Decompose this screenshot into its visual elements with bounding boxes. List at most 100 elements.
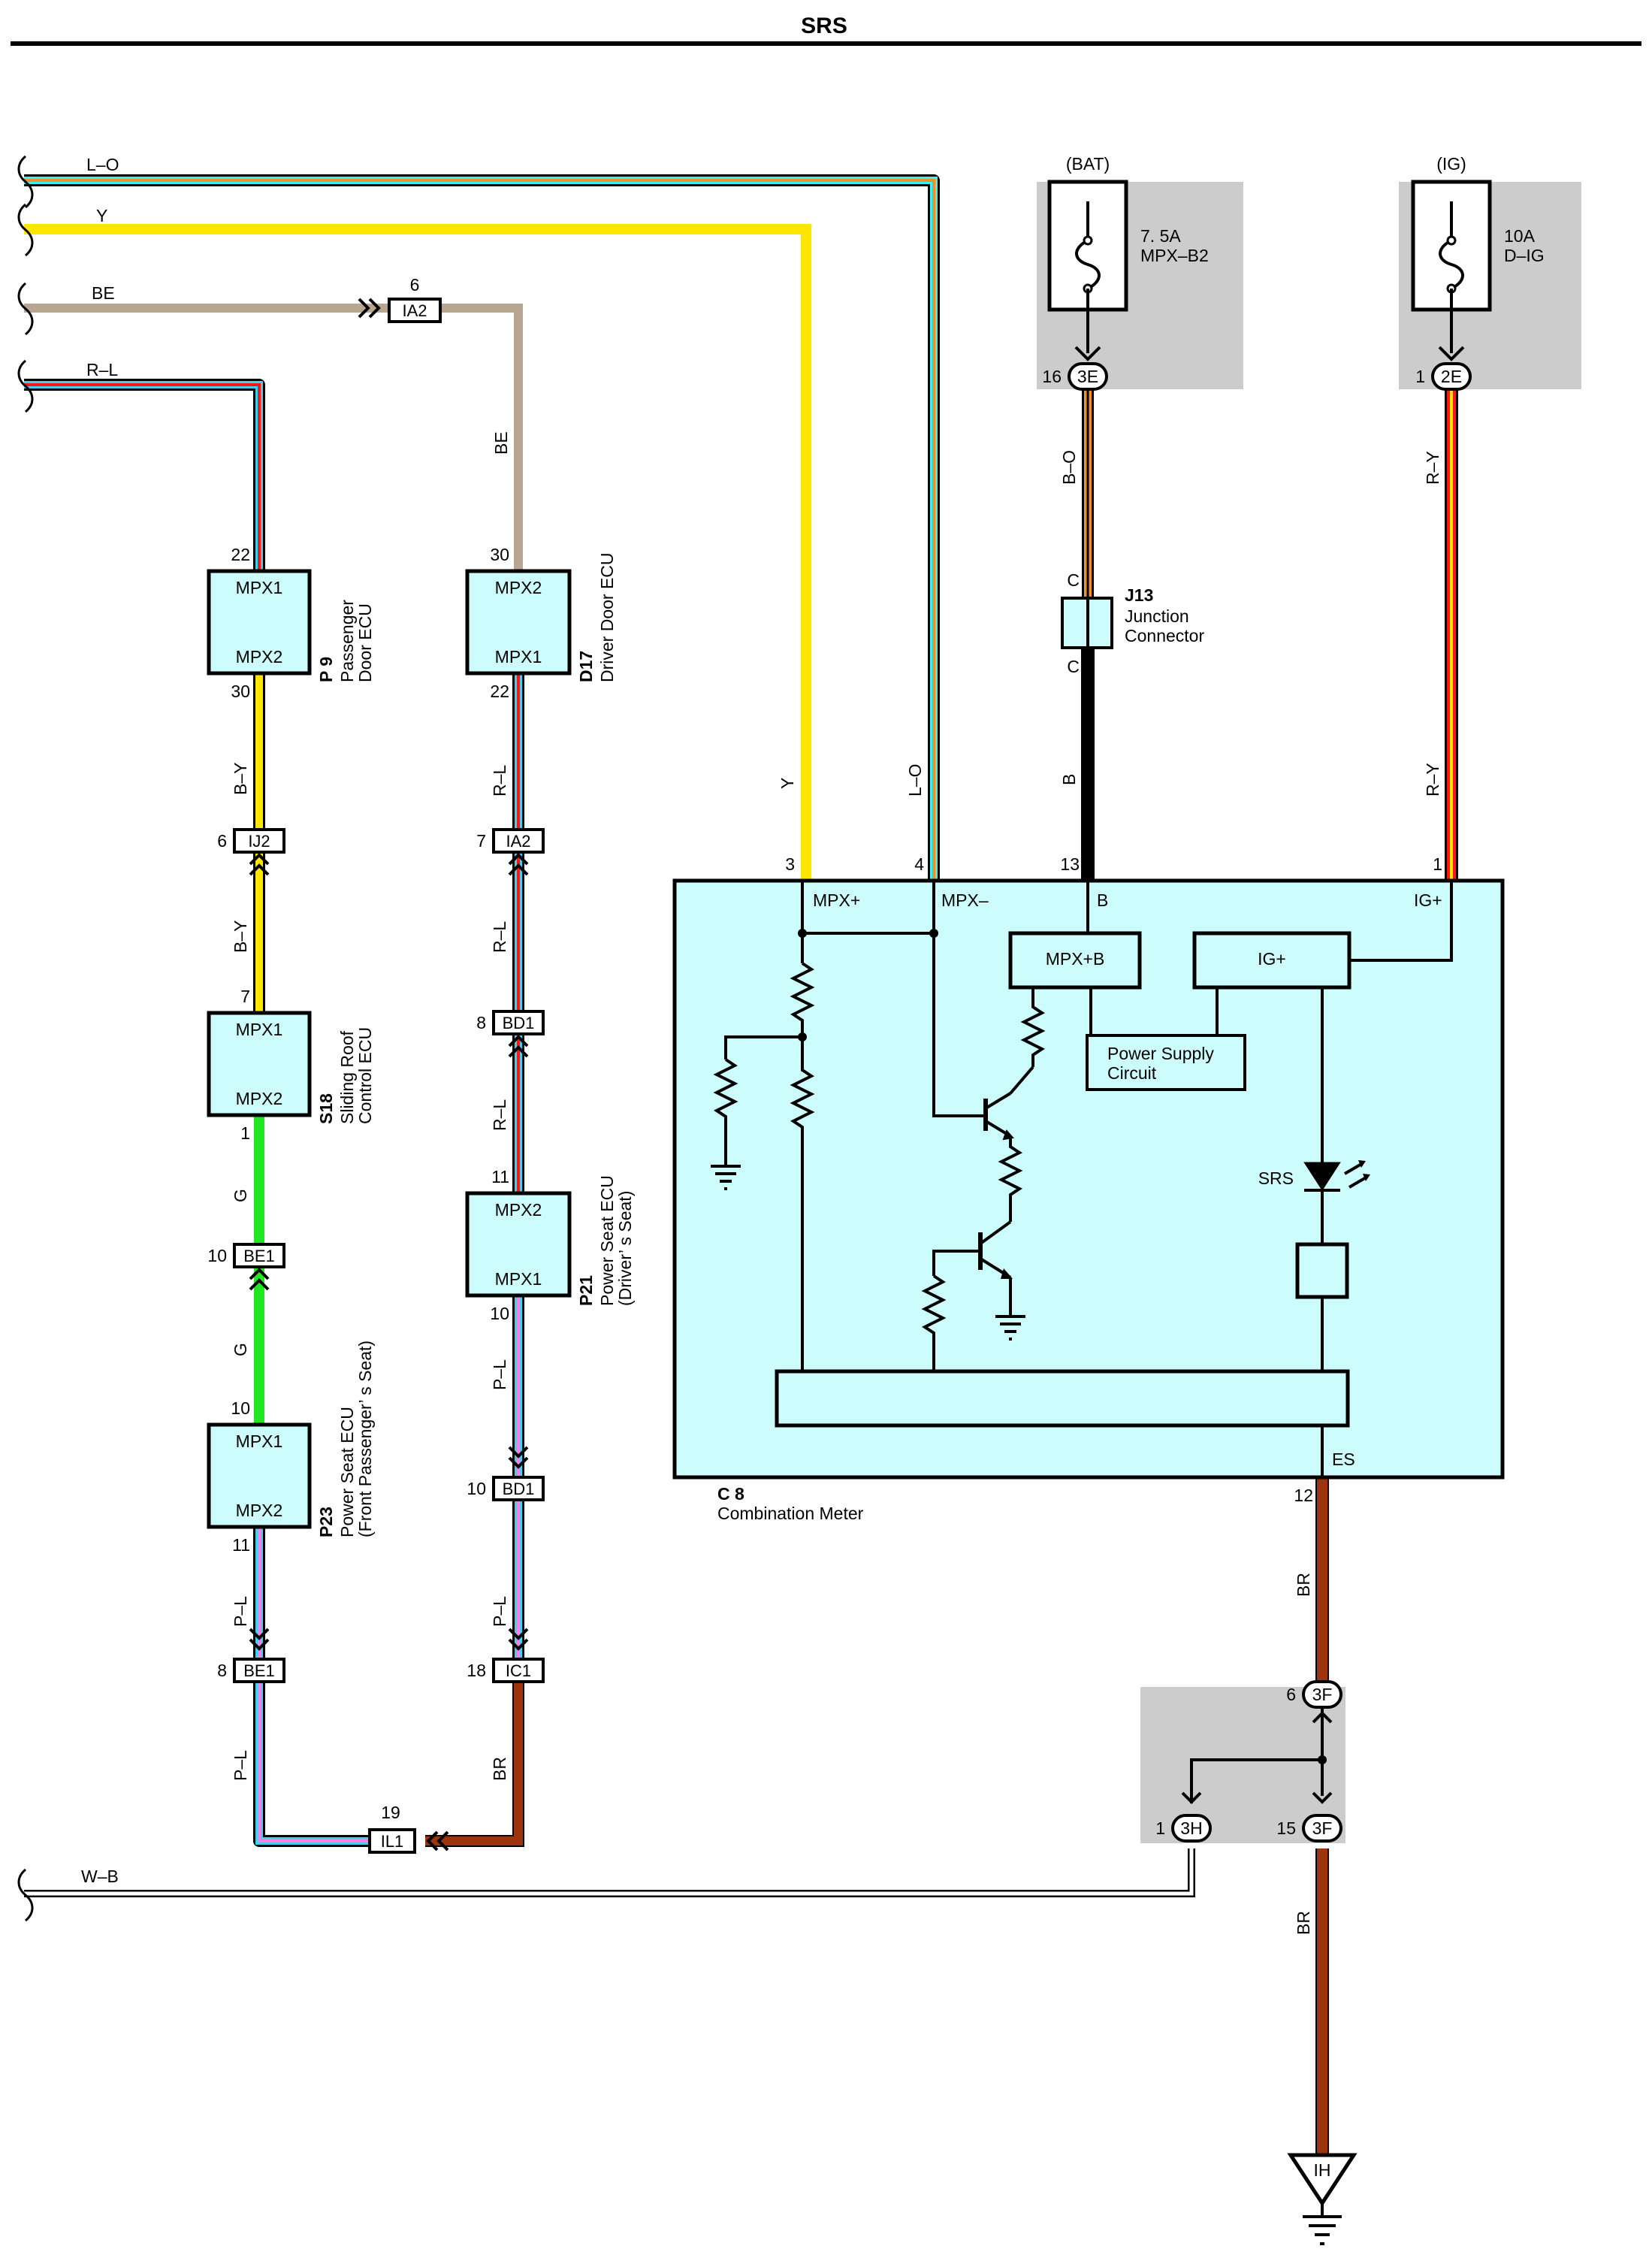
wire-label-bo-v: B–O xyxy=(1059,450,1079,485)
p9-top-terminal: MPX1 xyxy=(236,578,283,597)
wire-label-pl-3: P–L xyxy=(490,1359,509,1390)
wire-label-b-v: B xyxy=(1059,774,1079,785)
meter-pin-ig: 1 xyxy=(1433,854,1442,874)
page-title: SRS xyxy=(801,14,847,38)
ecu-p9: MPX1 MPX2 22 30 P 9 Passenger Door ECU xyxy=(207,545,375,701)
meter-block-mpxb: MPX+B xyxy=(1046,949,1105,969)
fuse-ig-name: D–IG xyxy=(1504,246,1545,265)
meter-name: Combination Meter xyxy=(717,1504,864,1523)
meter-terminal-b: B xyxy=(1097,890,1108,910)
p21-line2: (Driver’ s Seat) xyxy=(615,1191,635,1306)
wire-br-left xyxy=(425,1682,524,1847)
wire-label-be-v: BE xyxy=(491,431,511,455)
meter-terminal-ig: IG+ xyxy=(1414,890,1442,910)
wire-label-br-3: BR xyxy=(1294,1911,1313,1935)
wire-label-rl-2: R–L xyxy=(490,921,509,953)
j13-pin-bottom: C xyxy=(1067,657,1080,676)
meter-terminal-mpxm: MPX– xyxy=(941,890,989,910)
s18-line2: Control ECU xyxy=(355,1027,375,1124)
wire-label-by-1: B–Y xyxy=(231,763,250,795)
be1-a-id: BE1 xyxy=(243,1247,275,1265)
ground-ih: IH xyxy=(1287,2153,1358,2245)
fuse-ig-rating: 10A xyxy=(1504,226,1536,246)
wire-pl-left xyxy=(253,1527,368,1847)
bd1-a-id: BD1 xyxy=(503,1014,535,1032)
j13-id: J13 xyxy=(1125,585,1153,605)
bd1-a-pin: 8 xyxy=(476,1013,486,1032)
fuse-ig-source: (IG) xyxy=(1436,154,1466,174)
meter-internal-circuit: MPX+B IG+ Power Supply Circuit SRS xyxy=(711,881,1453,1477)
fuse-bat: (BAT) 7. 5A MPX–B2 3E 16 xyxy=(1042,154,1209,391)
fuse-bat-name: MPX–B2 xyxy=(1140,246,1209,265)
connector-il1: IL1 19 xyxy=(368,1803,449,1854)
wire-label-rl-3: R–L xyxy=(490,1099,509,1131)
meter-block-psu1: Power Supply xyxy=(1107,1044,1214,1063)
wire-label-y: Y xyxy=(96,206,107,225)
fuse-bat-rating: 7. 5A xyxy=(1140,226,1181,246)
wire-label-br-1: BR xyxy=(490,1757,509,1781)
ia2-mid-id: IA2 xyxy=(506,832,530,851)
connector-ic1: IC1 18 xyxy=(467,1628,545,1683)
p21-pin-top: 11 xyxy=(491,1167,509,1186)
ia2-top-id: IA2 xyxy=(402,301,427,320)
wire-label-pl-2: P–L xyxy=(231,1750,250,1781)
p9-line1: Passenger xyxy=(337,600,357,682)
p21-line1: Power Seat ECU xyxy=(597,1175,617,1306)
be1-a-pin: 10 xyxy=(207,1246,227,1265)
connector-be1-b: BE1 8 xyxy=(217,1628,285,1683)
ia2-top-pin: 6 xyxy=(410,275,420,295)
wire-label-by-2: B–Y xyxy=(231,920,250,953)
p9-id: P 9 xyxy=(316,657,336,682)
ecu-p21: MPX2 MPX1 11 10 P21 Power Seat ECU (Driv… xyxy=(465,1167,635,1323)
d17-id: D17 xyxy=(576,651,596,682)
be1-b-pin: 8 xyxy=(217,1661,227,1680)
j13-line2: Connector xyxy=(1125,626,1204,645)
connector-bd1-a: BD1 8 xyxy=(476,1010,545,1058)
ecu-p23: MPX1 MPX2 10 11 P23 Power Seat ECU (Fron… xyxy=(207,1341,375,1555)
fuse-bat-pin: 16 xyxy=(1042,367,1062,386)
ij2-pin: 6 xyxy=(217,831,227,851)
p23-bottom-terminal: MPX2 xyxy=(236,1501,283,1520)
meter-pin-mpxp: 3 xyxy=(785,854,795,874)
wire-wb xyxy=(24,1848,1195,1897)
wire-label-be: BE xyxy=(92,283,115,303)
junction-3f-3h: 3F 6 3H 1 3F 15 xyxy=(1155,1680,1342,1842)
d17-bottom-terminal: MPX1 xyxy=(495,647,542,667)
p23-top-terminal: MPX1 xyxy=(236,1431,283,1451)
bd1-b-id: BD1 xyxy=(503,1480,535,1498)
conn-3f-top-id: 3F xyxy=(1312,1685,1333,1704)
wire-y xyxy=(24,224,811,881)
ecu-s18: MPX1 MPX2 7 1 S18 Sliding Roof Control E… xyxy=(207,987,375,1143)
meter-id: C 8 xyxy=(717,1484,744,1504)
connector-ia2-top: IA2 6 xyxy=(358,275,442,323)
wire-label-g-1: G xyxy=(231,1189,250,1202)
p23-pin-top: 10 xyxy=(231,1398,250,1418)
d17-line1: Driver Door ECU xyxy=(597,552,617,682)
s18-pin-bottom: 1 xyxy=(240,1123,250,1143)
s18-top-terminal: MPX1 xyxy=(236,1020,283,1039)
p23-id: P23 xyxy=(316,1507,336,1537)
conn-3h-pin: 1 xyxy=(1155,1818,1165,1838)
p21-top-terminal: MPX2 xyxy=(495,1200,542,1220)
ic1-pin: 18 xyxy=(467,1661,486,1680)
p23-pin-bottom: 11 xyxy=(232,1535,250,1555)
wire-rl-top xyxy=(24,379,265,570)
wire-label-rl-1: R–L xyxy=(490,765,509,797)
wire-label-rl: R–L xyxy=(86,360,118,379)
conn-3f-bot-id: 3F xyxy=(1312,1818,1333,1838)
p21-pin-bottom: 10 xyxy=(490,1304,509,1323)
meter-pin-mpxm: 4 xyxy=(914,854,924,874)
wire-break-marks xyxy=(17,155,34,1922)
p9-pin-top: 22 xyxy=(231,545,250,564)
il1-pin: 19 xyxy=(381,1803,400,1822)
wire-lo xyxy=(24,174,940,881)
connector-bd1-b: BD1 10 xyxy=(467,1446,545,1501)
ground-id: IH xyxy=(1314,2160,1331,2180)
wire-label-ry-bot: R–Y xyxy=(1423,763,1442,797)
conn-3f-top-pin: 6 xyxy=(1286,1685,1296,1704)
d17-top-terminal: MPX2 xyxy=(495,578,542,597)
junction-connector-j13: C C J13 Junction Connector xyxy=(1061,570,1204,676)
p23-line2: (Front Passenger’ s Seat) xyxy=(355,1341,375,1537)
p9-bottom-terminal: MPX2 xyxy=(236,647,283,667)
